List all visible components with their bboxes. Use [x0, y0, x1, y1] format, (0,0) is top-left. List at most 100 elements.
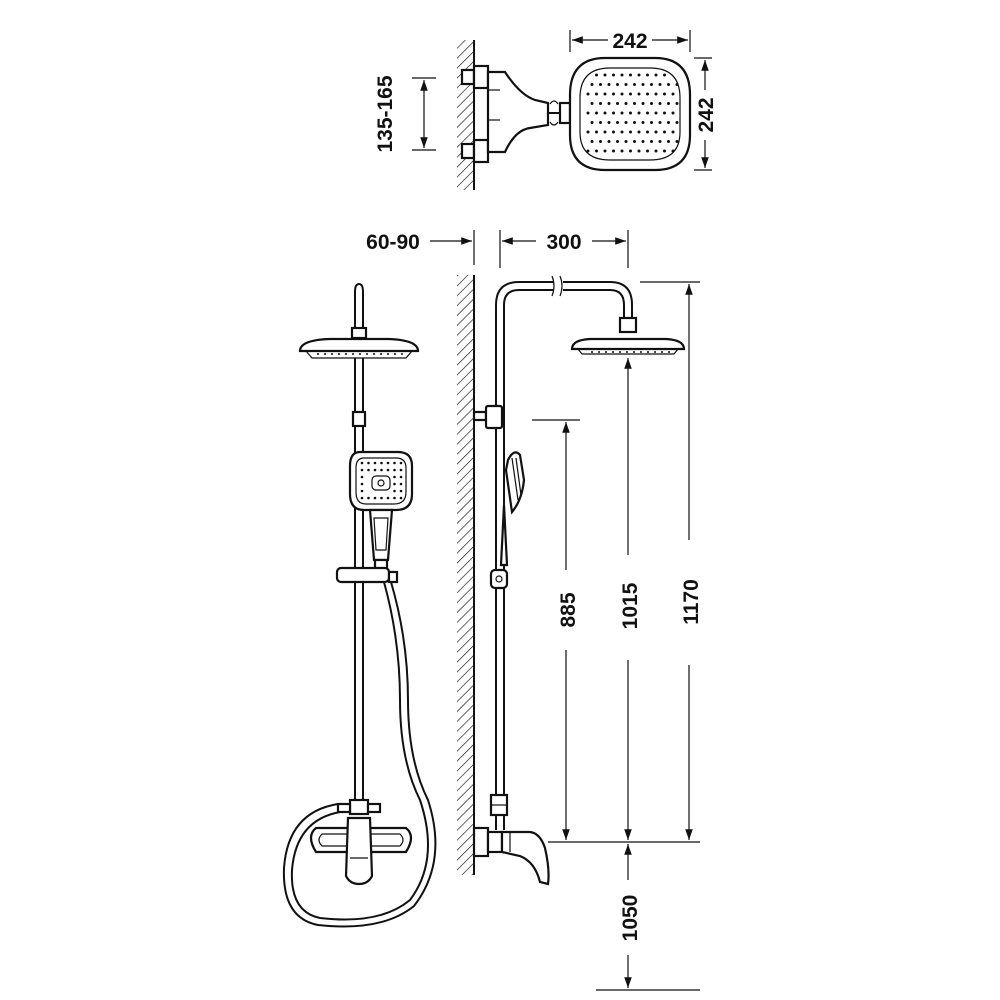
- nozzle-dot: [650, 121, 653, 124]
- nozzle-dot: [599, 121, 602, 124]
- nozzle-dot: [586, 149, 590, 153]
- nozzle-dot: [650, 83, 653, 86]
- nozzle-dot: [629, 130, 632, 134]
- nozzle-dots: [586, 73, 679, 153]
- nozzle-dot: [675, 102, 679, 105]
- label-handshower-holder-height: 885: [557, 592, 580, 627]
- nozzle-dot: [603, 149, 607, 153]
- nozzle-dot: [607, 140, 611, 143]
- nozzle-dot: [367, 496, 370, 500]
- nozzle-dot: [373, 353, 375, 355]
- hand-shower-front: [348, 450, 414, 574]
- nozzle-dot: [654, 351, 656, 353]
- nozzle-dot: [633, 102, 636, 105]
- nozzle-dot: [620, 149, 624, 153]
- dim-arm-reach: 300: [499, 230, 629, 268]
- nozzle-dot: [598, 351, 600, 353]
- label-shower-head-height: 1015: [619, 582, 642, 629]
- nozzle-dot: [373, 468, 377, 472]
- dim-head-depth: 242: [694, 57, 718, 171]
- nozzle-dot: [641, 140, 645, 143]
- nozzle-dot: [360, 482, 364, 486]
- nozzle-dot: [654, 92, 658, 96]
- nozzle-dot: [401, 353, 403, 355]
- nozzle-dot: [599, 140, 602, 143]
- nozzle-dot: [595, 149, 598, 153]
- nozzle-dot: [399, 475, 403, 479]
- nozzle-dot: [620, 73, 624, 77]
- label-total-height: 1170: [680, 579, 703, 625]
- nozzle-dot: [591, 351, 593, 353]
- shower-head-top-view: [568, 56, 692, 172]
- nozzle-dot: [352, 353, 354, 355]
- nozzle-dot: [380, 468, 383, 472]
- nozzle-dot: [360, 496, 364, 500]
- nozzle-dot: [399, 482, 403, 486]
- nozzle-dot: [624, 83, 628, 86]
- nozzle-dot: [360, 475, 364, 479]
- nozzle-dot: [646, 149, 649, 153]
- nozzle-dot: [590, 102, 594, 105]
- nozzle-dot: [603, 111, 607, 115]
- nozzle-dot: [629, 92, 632, 96]
- wall-hatch-side: [457, 275, 475, 875]
- nozzle-dot: [663, 92, 666, 96]
- nozzle-dot: [586, 92, 590, 96]
- nozzle-dot: [380, 461, 383, 465]
- nozzle-dot: [637, 130, 641, 134]
- nozzle-dot: [360, 489, 364, 493]
- nozzle-dot: [595, 73, 598, 77]
- nozzle-dot: [675, 83, 679, 86]
- nozzle-dot: [658, 121, 662, 124]
- top-view: 242 242 135-165: [374, 30, 718, 190]
- dim-handshower-holder-height: 885: [532, 419, 580, 840]
- nozzle-dot: [616, 102, 619, 105]
- nozzle-dot: [667, 102, 670, 105]
- nozzle-dot: [667, 83, 670, 86]
- nozzle-dot: [629, 149, 632, 153]
- nozzle-dot: [590, 121, 594, 124]
- wall-hatch-top: [457, 40, 475, 190]
- shower-column-front-view: [282, 282, 437, 928]
- nozzle-dot: [386, 468, 390, 472]
- nozzle-dot: [603, 92, 607, 96]
- nozzle-dot: [624, 102, 628, 105]
- nozzle-dot: [616, 121, 619, 124]
- nozzle-dot: [393, 461, 396, 465]
- front-nozzles: [317, 353, 403, 355]
- nozzle-dot: [620, 92, 624, 96]
- nozzle-dot: [663, 130, 666, 134]
- nozzle-dot: [668, 351, 670, 353]
- nozzle-dot: [399, 496, 403, 500]
- nozzle-dot: [386, 461, 390, 465]
- nozzle-dot: [612, 92, 615, 96]
- nozzle-dot: [338, 353, 340, 355]
- nozzle-dot: [367, 468, 370, 472]
- nozzle-dot: [345, 353, 347, 355]
- dim-total-height: 1170: [640, 281, 703, 840]
- nozzle-dot: [360, 468, 364, 472]
- nozzle-dot: [603, 73, 607, 77]
- hand-nozzles: [360, 461, 403, 500]
- nozzle-dot: [380, 496, 383, 500]
- nozzle-dot: [663, 73, 666, 77]
- nozzle-dot: [607, 121, 611, 124]
- shower-column-side-view: [472, 275, 686, 886]
- dim-shower-head-height: 1015: [619, 358, 642, 840]
- nozzle-dot: [637, 73, 641, 77]
- nozzle-dot: [629, 73, 632, 77]
- nozzle-dot: [624, 140, 628, 143]
- nozzle-dot: [393, 468, 396, 472]
- nozzle-dot: [675, 121, 679, 124]
- nozzle-dot: [393, 489, 396, 493]
- mixer-top-view: [460, 64, 572, 164]
- nozzle-dot: [646, 73, 649, 77]
- nozzle-dot: [661, 351, 663, 353]
- nozzle-dot: [654, 73, 658, 77]
- nozzle-dot: [599, 83, 602, 86]
- nozzle-dot: [663, 111, 666, 115]
- nozzle-dot: [654, 111, 658, 115]
- nozzle-dot: [366, 353, 368, 355]
- side-nozzles: [591, 351, 670, 353]
